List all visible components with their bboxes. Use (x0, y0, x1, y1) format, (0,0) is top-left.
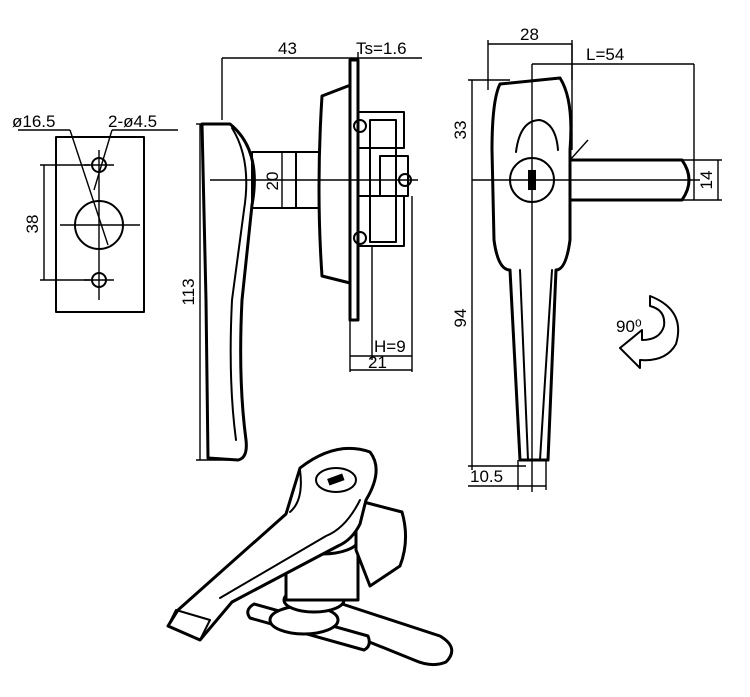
mounting-plate-outline (55, 136, 145, 313)
dim-shaft-height: 20 (263, 172, 282, 191)
side-mounting-plate (348, 58, 360, 322)
dim-lever-length: L=54 (586, 45, 624, 64)
dim-front-width: 28 (520, 25, 539, 44)
dim-depth: 21 (368, 353, 387, 372)
iso-mount-block (354, 498, 407, 588)
front-view: 28 L=54 33 14 94 10.5 (451, 25, 722, 492)
dim-side-width: 43 (278, 39, 297, 58)
dim-lower-height: 94 (451, 309, 470, 328)
iso-key-slot (327, 473, 345, 486)
dim-handle-height: 113 (179, 278, 198, 305)
dim-screw-holes: 2-ø4.5 (108, 112, 157, 131)
dim-lever-width: 14 (697, 171, 716, 190)
dim-h-value: H=9 (374, 337, 406, 356)
iso-handle (166, 446, 378, 642)
iso-key-cylinder (315, 467, 357, 493)
rotation-label: 90⁰ (616, 317, 642, 336)
rotation-indicator: 90⁰ (616, 295, 680, 369)
dim-plate-thickness: Ts=1.6 (356, 39, 407, 58)
isometric-view (166, 446, 454, 667)
dim-tip-width: 10.5 (470, 467, 503, 486)
mounting-plate-view: ø16.5 2-ø4.5 38 (12, 112, 178, 313)
iso-lever (308, 598, 454, 667)
rotation-arrow-icon (619, 295, 680, 369)
dim-plate-height: 38 (23, 215, 42, 234)
side-view: 43 Ts=1.6 20 113 H=9 21 (179, 39, 422, 462)
dim-hole-diameter: ø16.5 (12, 112, 55, 131)
side-lock-body (317, 84, 356, 286)
dim-top-height: 33 (451, 121, 470, 140)
